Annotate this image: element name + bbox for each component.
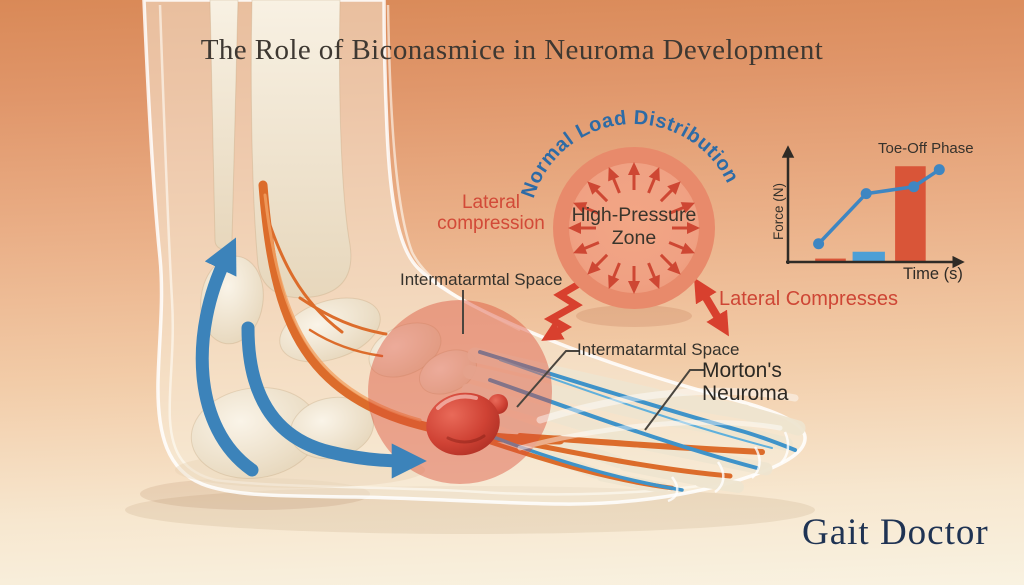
lateral-compression-label: Lateral compression: [437, 192, 545, 235]
mini-force-chart: [781, 145, 965, 269]
pressure-overlay-circle: [368, 300, 552, 484]
chart-bar: [852, 251, 885, 262]
chart-point: [860, 188, 872, 200]
chart-line: [817, 168, 941, 245]
chart-axes: [781, 145, 965, 269]
gait-motion-arrows: [195, 237, 427, 479]
chart-y-axis-label: Force (N): [771, 183, 786, 240]
intermetatarsal-space-lower-label: Intermatarmtal Space: [577, 340, 740, 359]
page-title: The Role of Biconasmice in Neuroma Devel…: [200, 34, 824, 66]
tibia-bone: [250, 0, 352, 299]
blood-vessels: [468, 350, 797, 492]
annotation-leader-lines: [462, 290, 704, 431]
chart-x-axis-label: Time (s): [903, 265, 963, 283]
lateral-compresses-label: Lateral Compresses: [719, 288, 898, 310]
double-headed-compression-arrow: [694, 277, 729, 337]
chart-bar: [815, 258, 846, 262]
pressure-zone-diagram: Normal Load Distribution: [517, 107, 743, 327]
high-pressure-zone-label: High-Pressure Zone: [571, 204, 697, 249]
intermetatarsal-space-upper-label: Intermatarmtal Space: [400, 270, 563, 289]
mortons-neuroma-label: Morton's Neuroma: [702, 359, 789, 406]
chart-title: Toe-Off Phase: [878, 140, 974, 157]
skin-inner-line: [158, 4, 721, 496]
leader-intermetatarsal-lower: [516, 350, 580, 408]
chart-plot-area: [813, 164, 945, 262]
upward-blue-arrow: [195, 237, 259, 477]
leader-mortons-neuroma: [644, 369, 704, 431]
forward-blue-arrow: [241, 321, 427, 479]
toe-clefts: [667, 431, 790, 503]
mortons-neuroma-mass: [426, 392, 508, 456]
brand-watermark: Gait Doctor: [802, 512, 989, 553]
chart-point: [813, 238, 825, 250]
chart-point: [933, 164, 945, 176]
navicular-bone: [368, 322, 442, 378]
chart-point: [908, 181, 920, 193]
zigzag-compression-arrow: [541, 277, 586, 341]
